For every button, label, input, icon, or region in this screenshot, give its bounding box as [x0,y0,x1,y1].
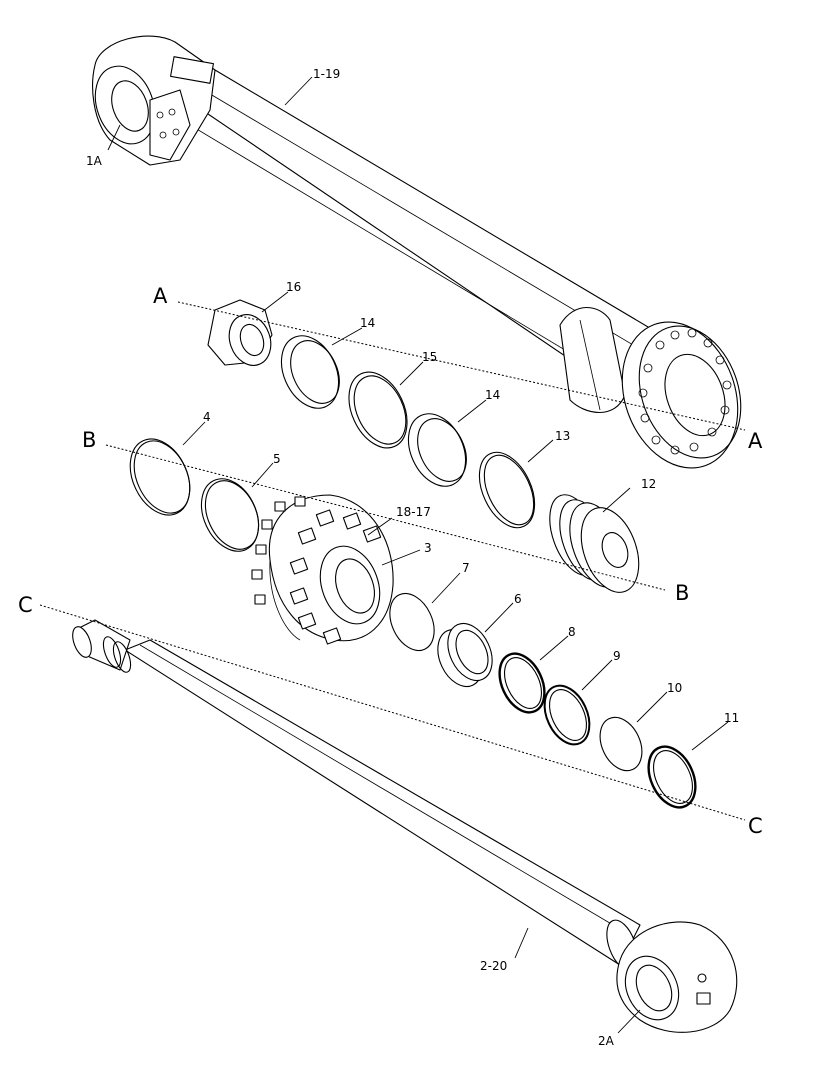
callout-9: 9 [613,649,621,663]
callout-1-19: 1-19 [313,67,340,81]
callout-5: 5 [273,452,281,466]
axis-a [177,301,746,431]
callout-7: 7 [462,561,470,575]
callout-15: 15 [422,350,437,364]
callout-3: 3 [424,541,432,555]
leader-lines [107,76,729,1034]
axis-b [105,444,666,591]
callout-8: 8 [568,625,576,639]
callout-13: 13 [555,429,570,443]
callout-2-20: 2-20 [480,959,507,973]
callout-10: 10 [667,681,682,695]
axis-letter-c-right: C [748,814,763,838]
axis-letter-b-right: B [675,581,689,605]
head-bolt-studs [251,496,306,605]
piston-rod [72,619,738,1033]
axis-letter-a-left: A [153,284,168,308]
cylinder-tube [92,35,742,469]
callout-2a: 2A [598,1034,615,1048]
axis-letter-a-right: A [748,429,763,453]
callout-14-upper: 14 [360,316,375,330]
flange-bolt-holes [638,328,732,455]
axis-c [39,604,746,821]
piston-nut [207,299,273,366]
callout-14-lower: 14 [485,388,500,402]
cylinder-head [251,494,394,645]
callout-6: 6 [514,592,522,606]
head-bolts [289,509,382,645]
callout-4: 4 [203,410,211,424]
callout-1a: 1A [86,154,103,168]
piston [549,494,640,593]
axis-letter-b-left: B [82,428,96,452]
axis-letter-c-left: C [18,593,33,617]
seal-rings [129,335,697,809]
callout-16: 16 [286,280,301,294]
callout-11: 11 [724,711,739,725]
callout-18-17: 18-17 [396,505,431,519]
callout-12: 12 [641,477,656,491]
callout-labels: 1-19 1A 16 14 15 14 13 12 4 5 18-17 3 7 … [86,67,739,1048]
axis-letters: A A B B C C [18,284,763,838]
assembly-axes [39,301,746,821]
